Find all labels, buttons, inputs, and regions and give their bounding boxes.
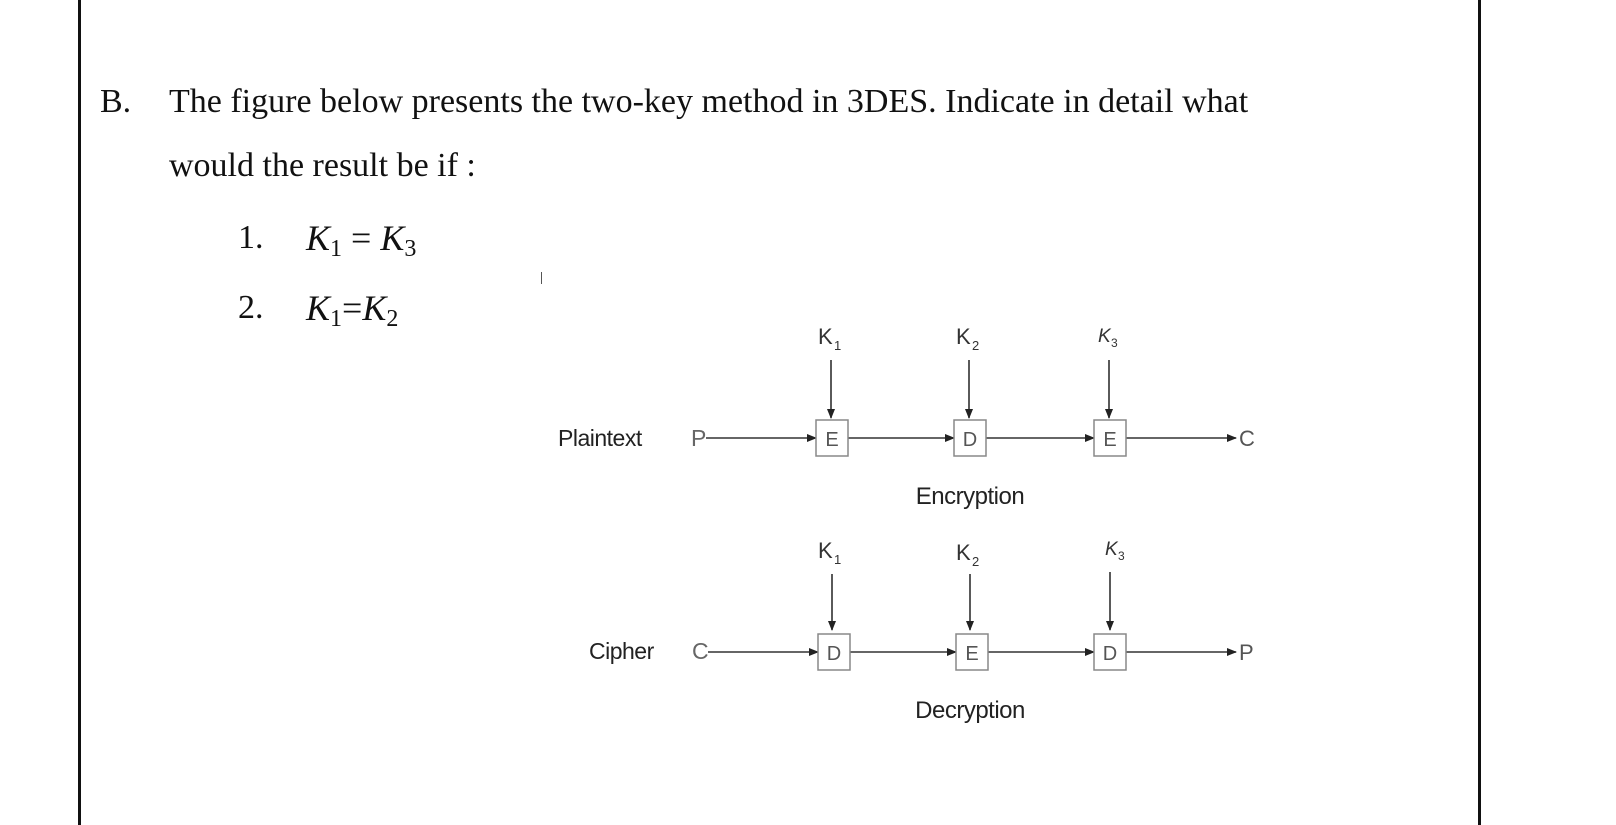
- decryption-key-1-label: K: [818, 538, 833, 563]
- encryption-key-1-subscript: 1: [834, 338, 841, 353]
- page-frame-right-border: [1478, 0, 1481, 825]
- encryption-key-2-subscript: 2: [972, 338, 979, 353]
- encryption-box-3: E: [1093, 419, 1127, 457]
- encryption-box-2: D: [953, 419, 987, 457]
- decryption-key-1-subscript: 1: [834, 552, 841, 567]
- encryption-key-3: K 3: [1098, 326, 1118, 350]
- decryption-key-3: K 3: [1105, 539, 1125, 563]
- item-1-left-subscript: 1: [330, 236, 343, 262]
- item-1-operator: =: [342, 218, 381, 258]
- decryption-caption: Decryption: [915, 697, 1025, 724]
- encryption-output-symbol: C: [1239, 426, 1255, 451]
- item-2-left-subscript: 1: [330, 306, 343, 332]
- item-1-left-key: K: [306, 218, 331, 258]
- encryption-input-label: Plaintext: [558, 425, 643, 451]
- text-cursor-mark: [541, 272, 542, 284]
- encryption-box-1-label: E: [825, 429, 838, 451]
- question-text-line-2: would the result be if :: [169, 147, 476, 184]
- item-2-right-subscript: 2: [386, 306, 399, 332]
- decryption-box-2-label: E: [965, 643, 978, 665]
- decryption-row: Cipher C K 1 K 2 K 3 D E: [589, 538, 1254, 724]
- item-2-left-key: K: [306, 288, 331, 328]
- encryption-box-3-label: E: [1103, 429, 1116, 451]
- encryption-key-3-subscript: 3: [1111, 336, 1118, 350]
- decryption-box-2: E: [955, 633, 989, 671]
- encryption-key-1-label: K: [818, 324, 833, 349]
- encryption-box-2-label: D: [963, 429, 977, 451]
- item-2-equation: K1=K2: [306, 288, 398, 331]
- decryption-output-symbol: P: [1239, 640, 1254, 665]
- decryption-input-label: Cipher: [589, 638, 655, 664]
- encryption-caption: Encryption: [916, 483, 1024, 510]
- question-letter: B.: [100, 83, 132, 120]
- page-frame-left-border: [78, 0, 81, 825]
- decryption-key-2: K 2: [956, 540, 979, 569]
- encryption-key-1: K 1: [818, 324, 841, 353]
- decryption-key-2-subscript: 2: [972, 554, 979, 569]
- item-1-equation: K1 = K3: [306, 218, 416, 261]
- decryption-key-2-label: K: [956, 540, 971, 565]
- encryption-box-1: E: [815, 419, 849, 457]
- encryption-key-2-label: K: [956, 324, 971, 349]
- item-1-right-key: K: [380, 218, 405, 258]
- decryption-box-3-label: D: [1103, 643, 1117, 665]
- decryption-box-1-label: D: [827, 643, 841, 665]
- encryption-key-3-label: K: [1098, 326, 1112, 347]
- encryption-input-symbol: P: [691, 425, 706, 451]
- item-2-number: 2.: [238, 289, 264, 326]
- item-1-number: 1.: [238, 219, 264, 256]
- decryption-key-3-subscript: 3: [1118, 549, 1125, 563]
- decryption-key-3-label: K: [1105, 539, 1119, 560]
- decryption-key-1: K 1: [818, 538, 841, 567]
- encryption-key-2: K 2: [956, 324, 979, 353]
- item-2-right-key: K: [362, 288, 387, 328]
- decryption-box-1: D: [817, 633, 851, 671]
- question-text-line-1: The figure below presents the two-key me…: [169, 83, 1249, 120]
- item-2-operator: =: [342, 288, 363, 328]
- encryption-row: Plaintext P K 1 K 2 K 3 E D: [558, 324, 1255, 510]
- decryption-input-symbol: C: [692, 638, 709, 664]
- item-1-right-subscript: 3: [404, 236, 417, 262]
- decryption-box-3: D: [1093, 633, 1127, 671]
